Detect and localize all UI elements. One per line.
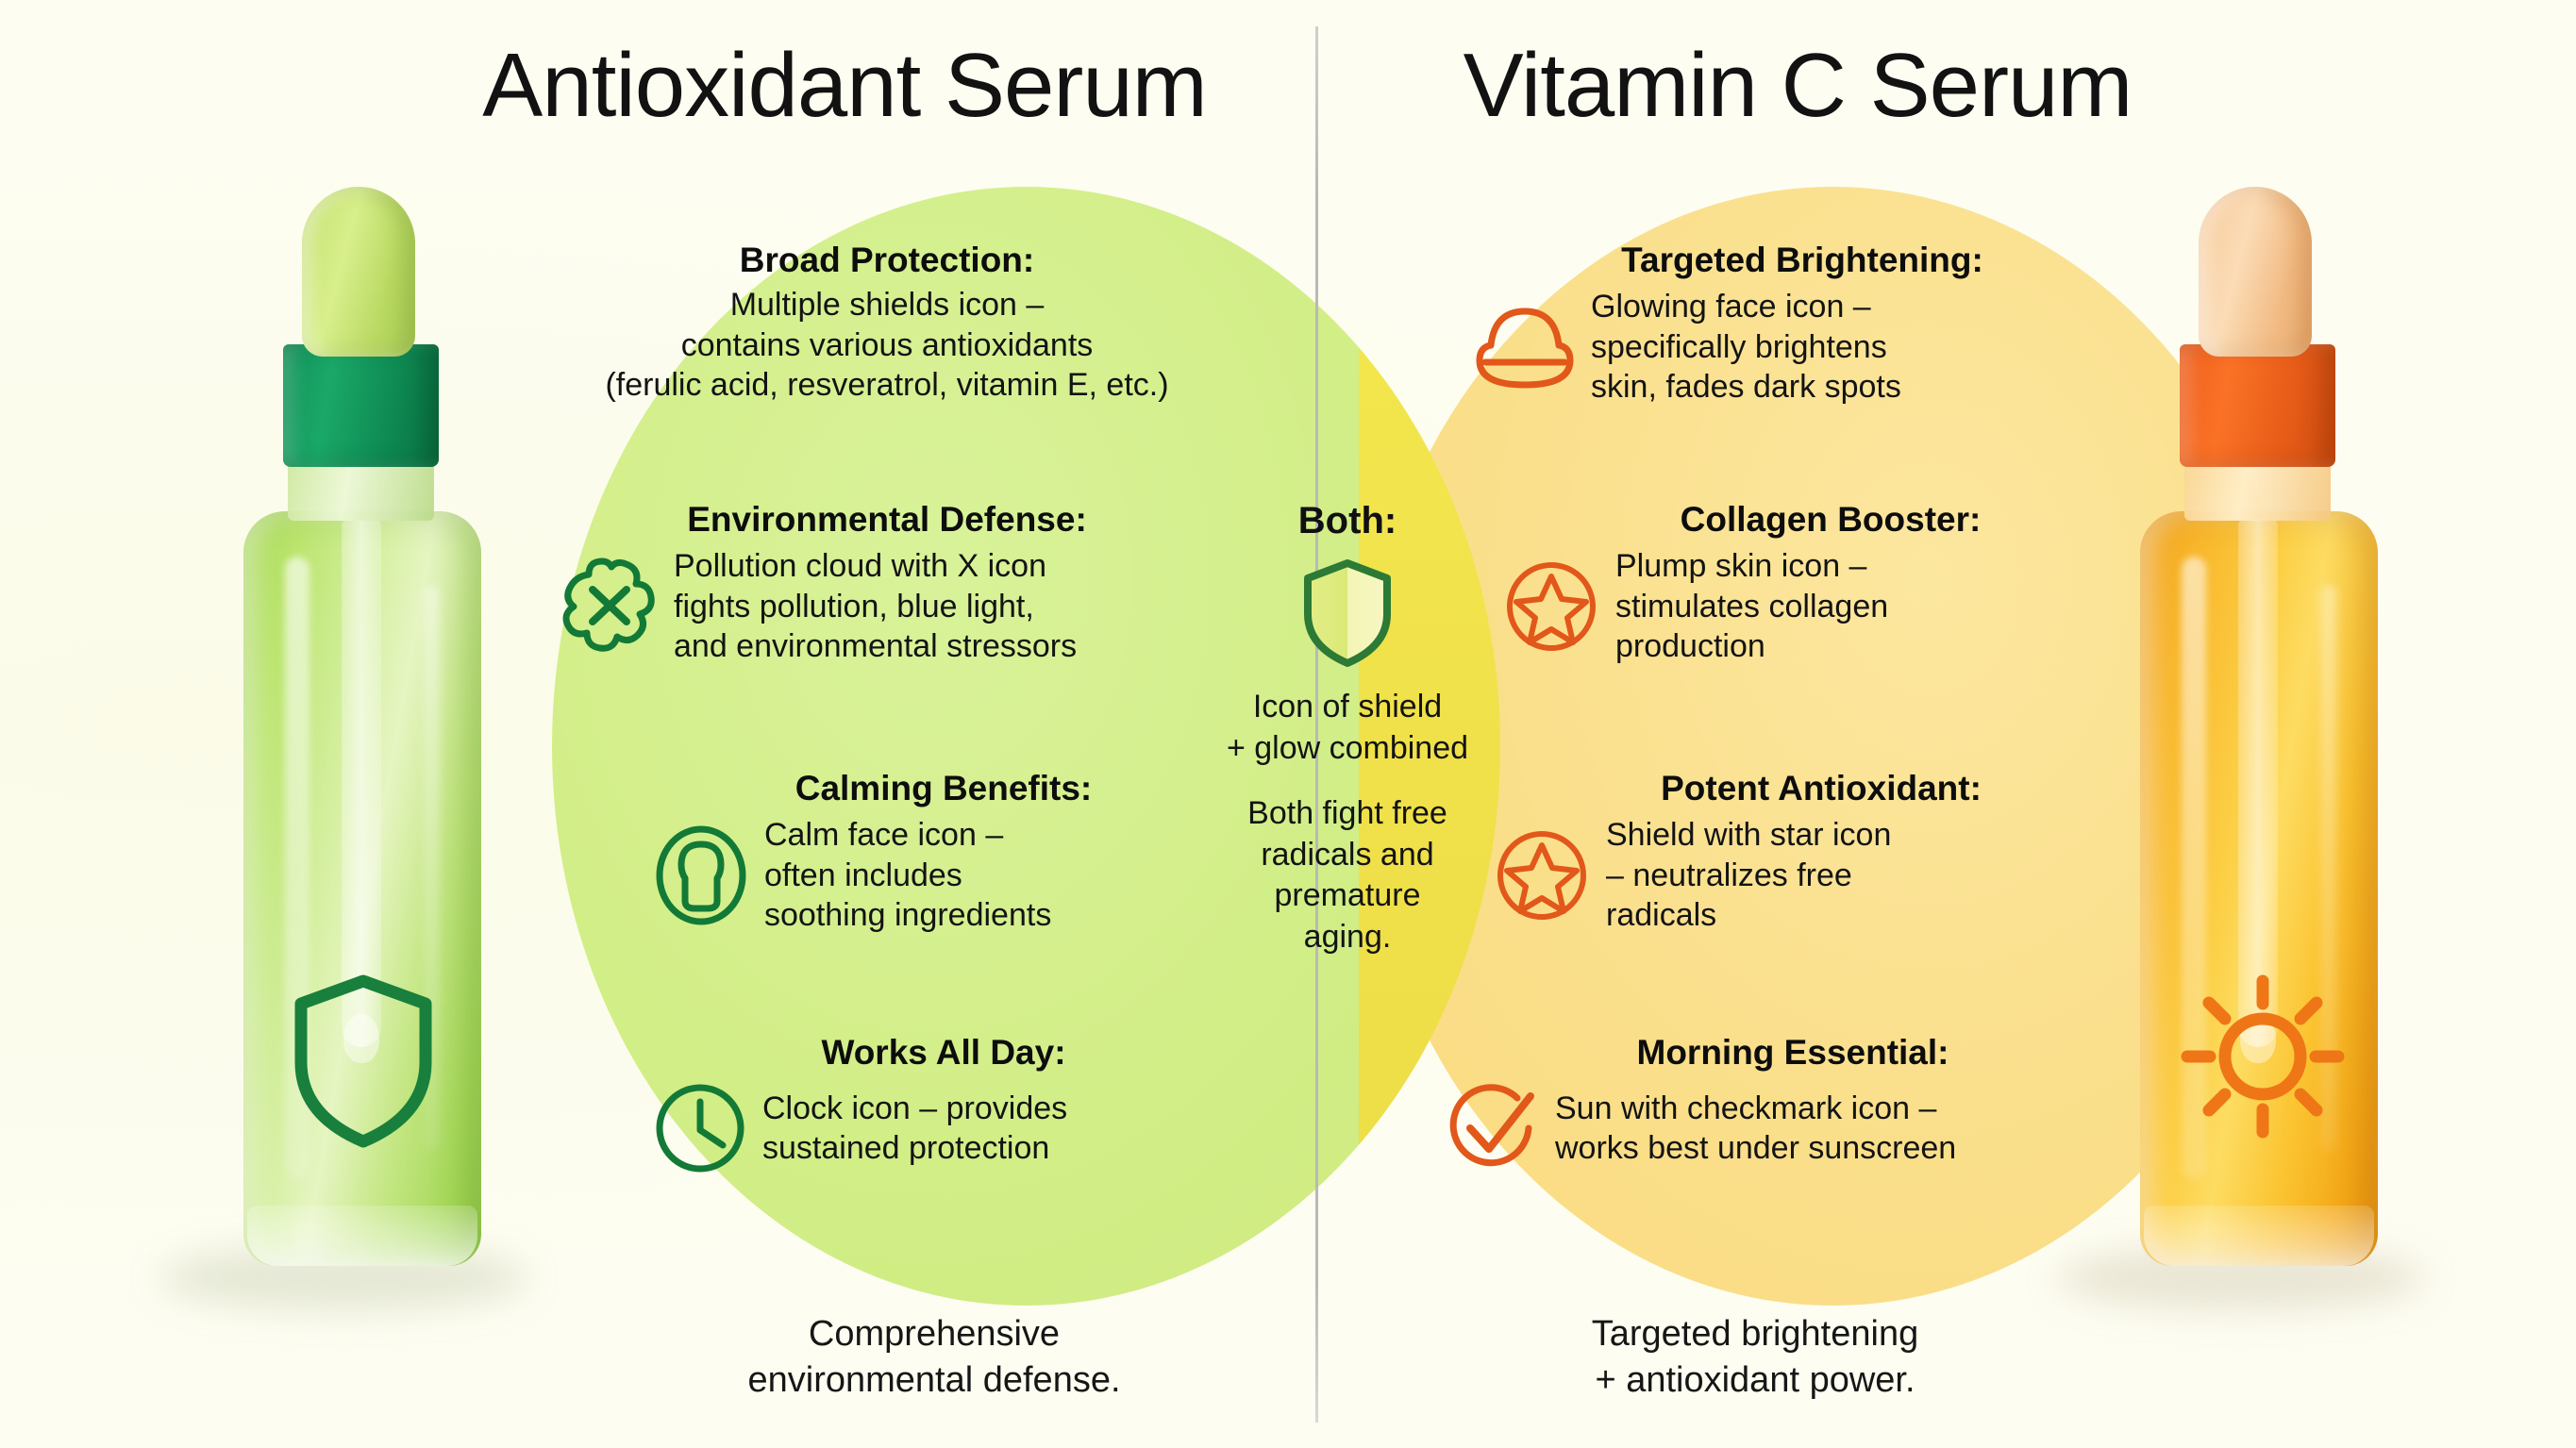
page-title-left: Antioxidant Serum (482, 35, 1207, 136)
vitamin-c-serum-bottle (2038, 179, 2434, 1330)
bottle-pipette (2238, 519, 2278, 1047)
block-body: Calm face icon – often includes soothing… (764, 817, 1052, 934)
block-body: Clock icon – provides sustained protecti… (762, 1090, 1068, 1167)
bottle-pipette (342, 519, 381, 1047)
block-heading: Collagen Booster: (1680, 500, 1982, 539)
footer-line: Comprehensive (808, 1314, 1061, 1354)
bottle-dropper-tip (343, 1014, 379, 1063)
bottle-highlight (2182, 557, 2206, 1179)
block-body: Multiple shields icon – contains various… (605, 287, 1169, 404)
right-block-targeted-brightening: Targeted Brightening: Glowing face icon … (1472, 241, 2133, 408)
calm-face-icon (651, 824, 751, 927)
page-title-right: Vitamin C Serum (1463, 35, 2133, 136)
bottle-highlight (2321, 585, 2336, 1151)
footer-line: environmental defense. (747, 1360, 1121, 1401)
block-heading: Potent Antioxidant: (1661, 769, 1982, 807)
block-body: Sun with checkmark icon – works best und… (1555, 1090, 1957, 1167)
block-heading: Targeted Brightening: (1621, 241, 1983, 279)
both-heading: Both: (1297, 500, 1397, 541)
right-block-collagen-booster: Collagen Booster: Plump skin icon – stim… (1500, 500, 2161, 667)
footer-line: + antioxidant power. (1595, 1360, 1915, 1401)
both-body-line: Both fight free (1247, 795, 1447, 832)
block-heading: Environmental Defense: (687, 500, 1087, 539)
vertical-divider (1315, 26, 1318, 1423)
both-section: Both: Icon of shield + glow combined Bot… (1206, 500, 1489, 957)
both-body-line: aging. (1303, 918, 1392, 955)
pollution-cloud-x-icon (557, 556, 661, 657)
block-heading: Calming Benefits: (795, 769, 1093, 807)
both-caption-line: Icon of shield (1252, 689, 1443, 724)
antioxidant-serum-bottle (142, 179, 538, 1330)
check-circle-icon (1444, 1079, 1542, 1177)
left-block-environmental-defense: Environmental Defense: Pollution cloud w… (557, 500, 1217, 667)
venn-overlap-region (1359, 187, 1500, 1306)
glowing-face-icon (1472, 294, 1578, 400)
bottle-neck (288, 462, 434, 521)
footer-right: Targeted brightening + antioxidant power… (1415, 1311, 2095, 1405)
both-body-line: premature (1274, 877, 1421, 914)
venn-circle-left (552, 187, 1500, 1306)
footer-line: Targeted brightening (1591, 1314, 1919, 1354)
bottle-base (2144, 1206, 2374, 1266)
both-caption-line: + glow combined (1226, 729, 1469, 766)
bottle-neck (2184, 462, 2331, 521)
block-body: Pollution cloud with X icon fights pollu… (674, 548, 1078, 665)
bottle-dropper-bulb (302, 187, 415, 357)
left-block-calming-benefits: Calming Benefits: Calm face icon – often… (651, 769, 1236, 936)
bottle-cap (2180, 344, 2335, 467)
block-body: Plump skin icon – stimulates collagen pr… (1615, 548, 1889, 665)
shield-icon (288, 972, 439, 1156)
shield-glow-icon (1206, 556, 1489, 675)
block-heading: Broad Protection: (739, 241, 1035, 279)
right-block-potent-antioxidant: Potent Antioxidant: Shield with star ico… (1491, 769, 2151, 936)
star-circle-icon (1500, 556, 1602, 657)
clock-icon (651, 1079, 749, 1177)
bottle-dropper-bulb (2199, 187, 2312, 357)
footer-left: Comprehensive environmental defense. (642, 1311, 1227, 1405)
star-circle-icon (1491, 824, 1593, 926)
left-block-works-all-day: Works All Day: Clock icon – provides sus… (651, 1033, 1236, 1177)
block-heading: Works All Day: (821, 1033, 1066, 1072)
left-block-broad-protection: Broad Protection: Multiple shields icon … (547, 241, 1227, 406)
block-heading: Morning Essential: (1636, 1033, 1949, 1072)
both-body-line: radicals and (1261, 836, 1434, 873)
block-body: Glowing face icon – specifically brighte… (1591, 289, 1901, 406)
right-block-morning-essential: Morning Essential: Sun with checkmark ic… (1444, 1033, 2142, 1177)
block-body: Shield with star icon – neutralizes free… (1606, 817, 1892, 934)
sun-icon (2178, 972, 2348, 1146)
bottle-cap (283, 344, 439, 467)
bottle-base (247, 1206, 477, 1266)
